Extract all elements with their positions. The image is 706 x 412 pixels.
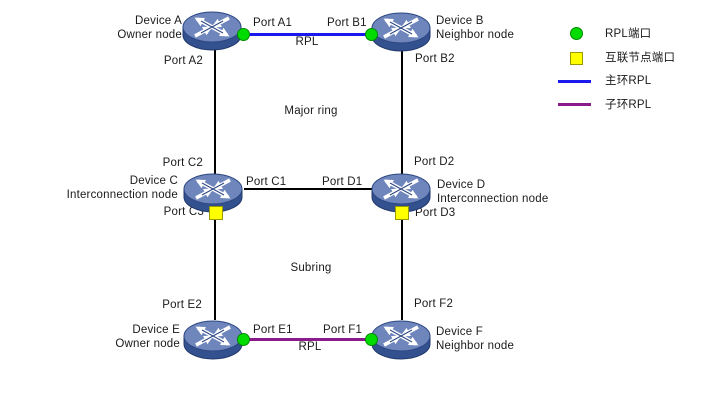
port-b2-label: Port B2 — [415, 53, 455, 65]
device-a-label: Device A Owner node — [42, 15, 182, 42]
device-c-name: Device C — [129, 175, 178, 187]
link-c3-e2 — [214, 208, 216, 320]
device-f-role: Neighbor node — [436, 339, 515, 352]
port-d3-label: Port D3 — [415, 207, 456, 219]
link-c1-d1 — [244, 188, 372, 190]
rpl-label-subring: RPL — [298, 341, 322, 353]
legend-rpl-port-icon — [570, 27, 583, 40]
link-b2-d2 — [401, 45, 403, 176]
port-b1-label: Port B1 — [327, 17, 367, 29]
port-f2-label: Port F2 — [414, 298, 454, 310]
device-d-label: Device D Interconnection node — [437, 179, 548, 206]
legend-rpl-port-label: RPL端口 — [605, 28, 652, 40]
port-c3-label: Port C3 — [163, 206, 204, 218]
rpl-label-major: RPL — [295, 36, 319, 48]
legend-subring-rpl-line-icon — [558, 103, 591, 106]
device-d-role: Interconnection node — [437, 192, 549, 205]
interconnection-port-d3-icon — [395, 206, 409, 220]
rpl-port-a1-icon — [237, 28, 250, 41]
device-c-label: Device C Interconnection node — [28, 175, 178, 202]
device-e-name: Device E — [132, 324, 180, 336]
port-c1-label: Port C1 — [246, 176, 287, 188]
major-ring-label: Major ring — [284, 105, 338, 117]
subring-label: Subring — [290, 262, 332, 274]
rpl-port-b1-icon — [365, 28, 378, 41]
port-e1-label: Port E1 — [253, 324, 293, 336]
legend-subring-rpl-label: 子环RPL — [605, 99, 652, 111]
device-a-name: Device A — [135, 15, 182, 27]
link-a2-c2 — [214, 45, 216, 176]
device-e-router-icon — [182, 318, 244, 362]
device-a-router-icon — [181, 9, 243, 53]
device-c-role: Interconnection node — [66, 188, 178, 201]
device-d-name: Device D — [437, 179, 486, 191]
legend-interconnection-port-icon — [570, 52, 583, 65]
device-f-router-icon — [370, 318, 432, 362]
device-e-role: Owner node — [115, 337, 180, 350]
device-b-router-icon — [370, 10, 432, 54]
legend-major-ring-rpl-line-icon — [558, 80, 591, 83]
port-c2-label: Port C2 — [162, 157, 203, 169]
legend-major-ring-rpl-label: 主环RPL — [605, 75, 652, 87]
port-d2-label: Port D2 — [414, 156, 455, 168]
device-a-role: Owner node — [117, 28, 182, 41]
device-b-label: Device B Neighbor node — [436, 15, 514, 42]
major-ring-rpl-link — [244, 33, 372, 36]
port-e2-label: Port E2 — [162, 299, 202, 311]
rpl-port-e1-icon — [237, 333, 250, 346]
device-b-role: Neighbor node — [436, 28, 515, 41]
subring-rpl-link — [244, 338, 372, 341]
device-b-name: Device B — [436, 15, 484, 27]
rpl-port-f1-icon — [365, 333, 378, 346]
link-d3-f2 — [401, 208, 403, 320]
legend-interconnection-port-label: 互联节点端口 — [605, 52, 676, 64]
device-f-label: Device F Neighbor node — [436, 326, 514, 353]
device-f-name: Device F — [436, 326, 483, 338]
port-d1-label: Port D1 — [322, 176, 363, 188]
port-a1-label: Port A1 — [253, 17, 293, 29]
interconnection-port-c3-icon — [209, 206, 223, 220]
device-e-label: Device E Owner node — [40, 324, 180, 351]
port-f1-label: Port F1 — [323, 324, 363, 336]
port-a2-label: Port A2 — [163, 55, 203, 67]
